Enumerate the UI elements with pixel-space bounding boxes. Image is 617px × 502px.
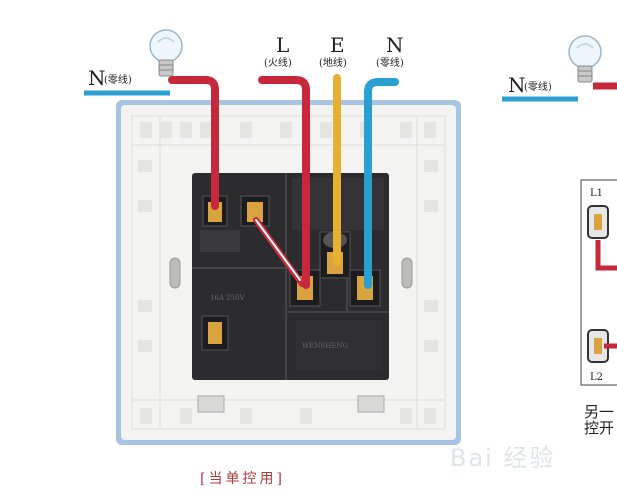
label-live-sub: (火线) <box>264 56 292 69</box>
label-neutral-left-sub: (零线) <box>104 73 132 86</box>
label-neutral-left: N <box>88 66 106 90</box>
neutral-wire <box>364 78 399 289</box>
svg-text:16A 250V: 16A 250V <box>210 294 246 302</box>
light-bulb-icon-right <box>568 35 602 83</box>
side-text-line-1: 另一 <box>584 403 615 421</box>
label-l1: L1 <box>590 188 603 199</box>
caption: [当单控用] <box>200 471 285 487</box>
terminal-L2 <box>201 315 229 351</box>
mount-slot-left <box>169 257 181 289</box>
label-earth: E <box>330 33 345 57</box>
label-neutral-right-sub: (零线) <box>524 80 552 93</box>
light-bulb-icon <box>149 29 183 77</box>
svg-text:WENSHENG: WENSHENG <box>302 342 349 350</box>
lamp-live-wire <box>168 76 219 210</box>
label-neutral-sub: (零线) <box>376 56 404 69</box>
watermark: Bai 经验 <box>450 444 556 472</box>
label-neutral: N <box>386 33 404 57</box>
mount-slot-right <box>401 257 413 289</box>
label-earth-sub: (地线) <box>319 56 347 69</box>
label-live: L <box>276 33 289 57</box>
live-wire <box>258 76 310 289</box>
right-switch-box <box>580 179 617 386</box>
side-text-line-2: 控开 <box>584 419 615 437</box>
label-neutral-right: N <box>508 73 526 97</box>
label-l2: L2 <box>590 372 603 383</box>
